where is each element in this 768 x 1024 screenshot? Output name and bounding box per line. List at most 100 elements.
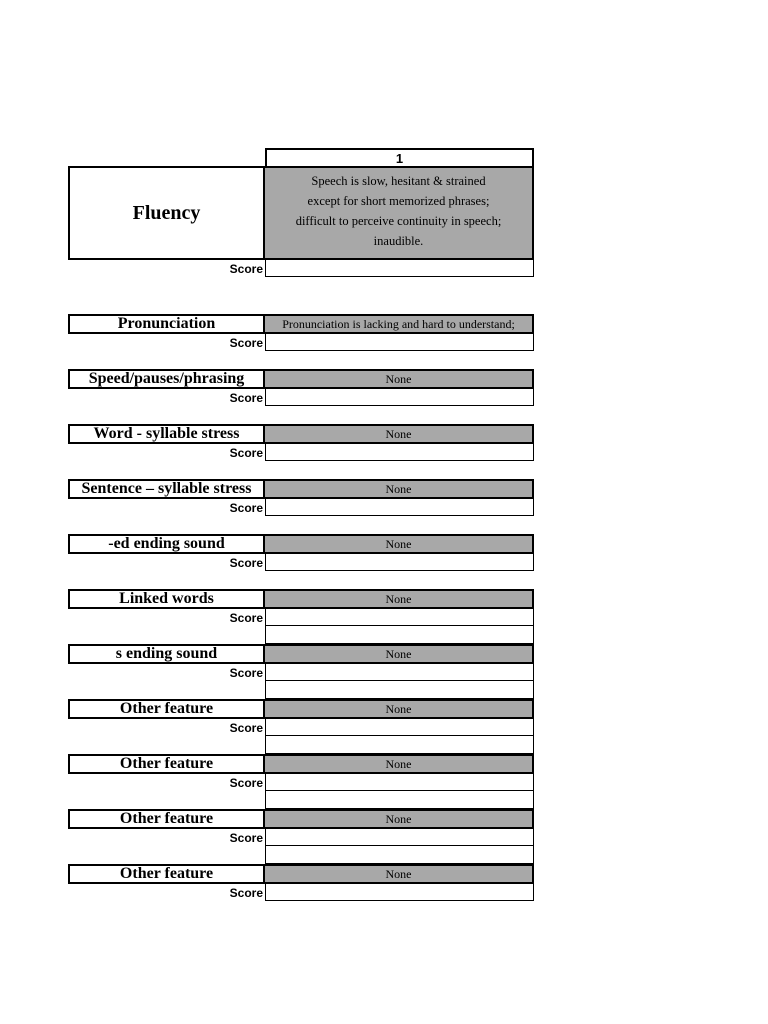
score-input-cell[interactable] [265, 444, 534, 461]
score-label: Score [229, 720, 263, 735]
section-label-cell: Other feature [68, 699, 265, 719]
section-s-ending-sound: s ending sound None Score [68, 644, 534, 699]
score-input-cell[interactable] [265, 719, 534, 736]
score-row: Score [68, 444, 534, 461]
section-header-row: s ending sound None [68, 644, 534, 664]
fluency-row: Fluency Speech is slow, hesitant & strai… [68, 166, 534, 260]
section-header-row: -ed ending sound None [68, 534, 534, 554]
spacer-cell [265, 736, 534, 754]
section-linked-words: Linked words None Score [68, 589, 534, 644]
empty-cell [68, 736, 265, 754]
section-label-cell: Sentence – syllable stress [68, 479, 265, 499]
section-label-cell: Linked words [68, 589, 265, 609]
score-input-cell[interactable] [265, 664, 534, 681]
section-label-cell: Pronunciation [68, 314, 265, 334]
score-row: Score [68, 260, 534, 277]
spacer-row [68, 846, 534, 864]
score-row: Score [68, 389, 534, 406]
score-input-cell[interactable] [265, 884, 534, 901]
section-header-row: Word - syllable stress None [68, 424, 534, 444]
score-label: Score [229, 390, 263, 405]
section-pronunciation: Pronunciation Pronunciation is lacking a… [68, 314, 534, 351]
score-label: Score [229, 261, 263, 276]
section-descriptor-cell: None [265, 589, 534, 609]
section-header-row: Other feature None [68, 809, 534, 829]
score-input-cell[interactable] [265, 774, 534, 791]
section-other-feature-2: Other feature None Score [68, 754, 534, 809]
score-label: Score [229, 500, 263, 515]
section-header-row: Speed/pauses/phrasing None [68, 369, 534, 389]
score-row: Score [68, 554, 534, 571]
score-label: Score [229, 885, 263, 900]
descriptor-line: difficult to perceive continuity in spee… [295, 214, 502, 228]
score-row: Score [68, 829, 534, 846]
spacer-cell [265, 626, 534, 644]
descriptor-line: except for short memorized phrases; [307, 194, 490, 208]
section-word-syllable-stress: Word - syllable stress None Score [68, 424, 534, 461]
section-label-cell: Word - syllable stress [68, 424, 265, 444]
section-descriptor-cell: None [265, 809, 534, 829]
section-header-row: Pronunciation Pronunciation is lacking a… [68, 314, 534, 334]
empty-cell [68, 846, 265, 864]
score-input-cell[interactable] [265, 334, 534, 351]
section-other-feature-4: Other feature None Score [68, 864, 534, 901]
spacer-cell [265, 791, 534, 809]
empty-cell [68, 681, 265, 699]
empty-cell [68, 626, 265, 644]
section-sentence-syllable-stress: Sentence – syllable stress None Score [68, 479, 534, 516]
score-row: Score [68, 334, 534, 351]
spacer-row [68, 681, 534, 699]
spacer-cell [265, 846, 534, 864]
score-row: Score [68, 664, 534, 681]
section-speed-pauses-phrasing: Speed/pauses/phrasing None Score [68, 369, 534, 406]
section-other-feature-3: Other feature None Score [68, 809, 534, 864]
empty-corner [68, 148, 265, 166]
section-label-cell: Speed/pauses/phrasing [68, 369, 265, 389]
score-label: Score [229, 775, 263, 790]
section-label-cell: s ending sound [68, 644, 265, 664]
rubric-table: 1 Fluency Speech is slow, hesitant & str… [68, 148, 534, 901]
section-descriptor-cell: None [265, 534, 534, 554]
section-ed-ending-sound: -ed ending sound None Score [68, 534, 534, 571]
descriptor-line: Speech is slow, hesitant & strained [311, 174, 486, 188]
section-descriptor-cell: None [265, 479, 534, 499]
score-row: Score [68, 884, 534, 901]
fluency-label-cell: Fluency [68, 166, 265, 260]
score-input-cell[interactable] [265, 499, 534, 516]
score-label: Score [229, 555, 263, 570]
score-label: Score [229, 335, 263, 350]
section-descriptor-cell: None [265, 369, 534, 389]
score-row: Score [68, 609, 534, 626]
score-label: Score [229, 830, 263, 845]
spacer-row [68, 736, 534, 754]
section-label-cell: Other feature [68, 754, 265, 774]
section-descriptor-cell: Pronunciation is lacking and hard to und… [265, 314, 534, 334]
score-input-cell[interactable] [265, 609, 534, 626]
section-header-row: Other feature None [68, 699, 534, 719]
fluency-descriptor-cell: Speech is slow, hesitant & strained exce… [265, 166, 534, 260]
score-input-cell[interactable] [265, 389, 534, 406]
section-fluency: 1 Fluency Speech is slow, hesitant & str… [68, 148, 534, 277]
score-input-cell[interactable] [265, 260, 534, 277]
score-row: Score [68, 499, 534, 516]
spacer-row [68, 626, 534, 644]
descriptor-line: inaudible. [373, 234, 424, 248]
section-descriptor-cell: None [265, 699, 534, 719]
section-label-cell: Other feature [68, 809, 265, 829]
empty-cell [68, 791, 265, 809]
section-descriptor-cell: None [265, 754, 534, 774]
section-descriptor-cell: None [265, 644, 534, 664]
section-descriptor-cell: None [265, 424, 534, 444]
score-label: Score [229, 610, 263, 625]
spacer-cell [265, 681, 534, 699]
section-label-cell: -ed ending sound [68, 534, 265, 554]
column-header-row: 1 [68, 148, 534, 166]
column-header-cell: 1 [265, 148, 534, 166]
score-input-cell[interactable] [265, 829, 534, 846]
score-label: Score [229, 445, 263, 460]
score-label: Score [229, 665, 263, 680]
section-header-row: Linked words None [68, 589, 534, 609]
score-input-cell[interactable] [265, 554, 534, 571]
section-header-row: Other feature None [68, 864, 534, 884]
